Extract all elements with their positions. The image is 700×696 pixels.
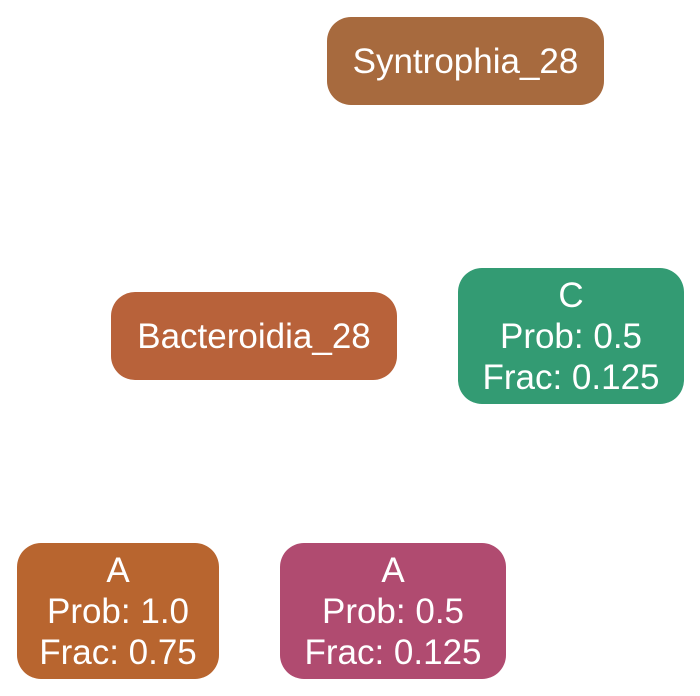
node-frac: Frac: 0.75 [39,632,197,672]
node-label: A [106,550,130,590]
node-leaf-c: C Prob: 0.5 Frac: 0.125 [458,268,684,404]
node-leaf-a-2: A Prob: 0.5 Frac: 0.125 [280,543,506,679]
node-label: C [558,275,584,315]
node-label: Syntrophia_28 [352,41,579,81]
node-frac: Frac: 0.125 [304,632,482,672]
node-frac: Frac: 0.125 [482,357,660,397]
node-label: A [381,550,405,590]
node-prob: Prob: 0.5 [499,316,643,356]
node-prob: Prob: 0.5 [321,591,465,631]
node-leaf-a-1: A Prob: 1.0 Frac: 0.75 [17,543,219,679]
node-label: Bacteroidia_28 [137,316,371,356]
node-prob: Prob: 1.0 [46,591,190,631]
node-syntrophia: Syntrophia_28 [327,17,604,105]
node-bacteroidia: Bacteroidia_28 [111,292,397,380]
